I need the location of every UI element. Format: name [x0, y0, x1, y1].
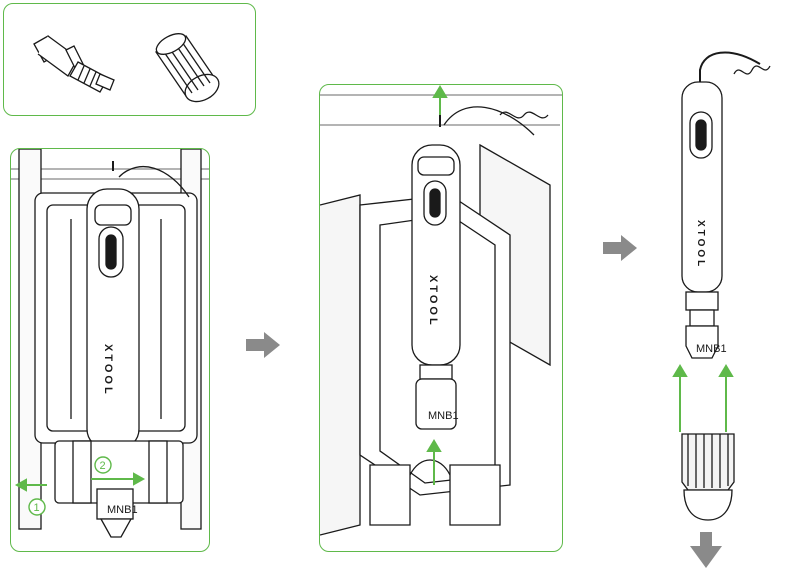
step-2-marker: 2 [95, 457, 111, 473]
down-arrow-icon [690, 532, 722, 568]
brand-label: XTOOL [695, 220, 706, 269]
knurled-cap [682, 434, 734, 490]
step2-panel: XTOOL MNB1 [319, 84, 563, 552]
step1-panel: XTOOL MNB1 2 1 [10, 148, 210, 552]
svg-text:1: 1 [34, 502, 40, 514]
pen-unscrew-illustration: XTOOL MNB1 [664, 2, 774, 570]
svg-text:2: 2 [100, 460, 106, 472]
parts-inset-panel [3, 3, 256, 116]
step-1-marker: 1 [29, 499, 45, 515]
pen-body [412, 145, 460, 365]
next-arrow-icon [601, 233, 641, 263]
tip-label: MNB1 [696, 343, 727, 355]
tip-label: MNB1 [107, 504, 138, 516]
knurled-cap-icon [153, 29, 223, 107]
tip-label: MNB1 [428, 410, 459, 422]
toolhead-illustration-step2: XTOOL MNB1 [320, 85, 562, 551]
toolhead-illustration-step1: XTOOL MNB1 2 1 [11, 149, 209, 551]
brand-label: XTOOL [427, 275, 439, 328]
next-arrow-icon [244, 330, 284, 360]
brand-label: XTOOL [102, 344, 114, 397]
blade-holder-icon [34, 36, 114, 92]
parts-illustration [4, 4, 255, 115]
